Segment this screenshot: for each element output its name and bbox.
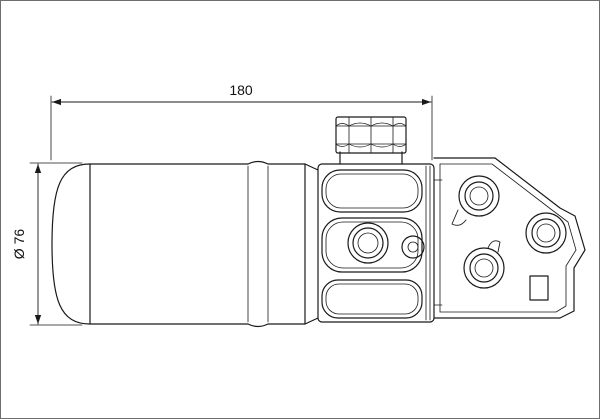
- diameter-dimension: [29, 162, 83, 326]
- side-port: [525, 212, 567, 254]
- diameter-dimension-label: Ø 76: [11, 229, 27, 260]
- upper-port: [451, 175, 500, 226]
- top-hex-nut: [335, 116, 407, 165]
- lower-port: [463, 240, 505, 289]
- mounting-bracket: [433, 157, 586, 319]
- label-plate: [529, 275, 549, 301]
- length-dimension: [50, 95, 433, 161]
- length-dimension-label: 180: [229, 82, 253, 98]
- head-block: [317, 163, 443, 323]
- dryer-body: [51, 160, 319, 328]
- sight-glass: [347, 222, 425, 264]
